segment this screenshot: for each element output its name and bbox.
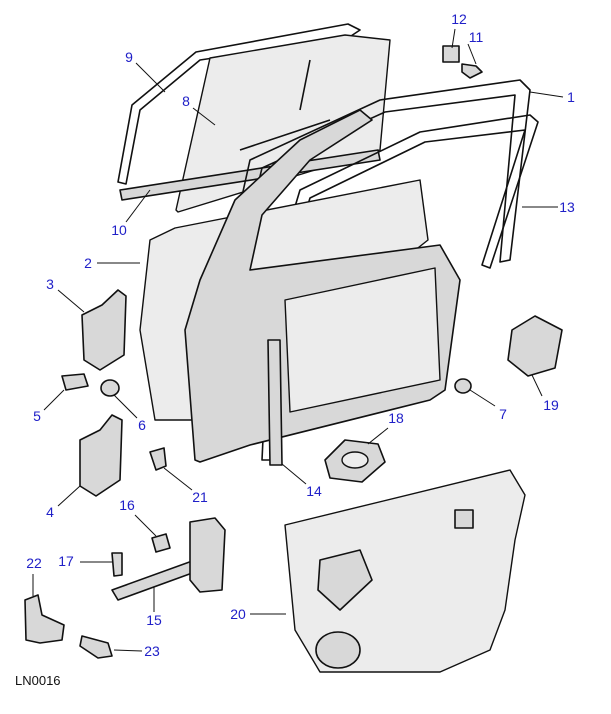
- callout-19: 19: [543, 397, 559, 413]
- callout-21: 21: [192, 489, 208, 505]
- callout-20: 20: [230, 606, 246, 622]
- callout-16: 16: [119, 497, 135, 513]
- callout-labels: 1 2 3 4 5 6 7 8 9 10 11 12 13 14 15 16 1…: [26, 11, 575, 659]
- mount-hole: [341, 451, 369, 469]
- callout-7: 7: [499, 406, 507, 422]
- part-4-lower-hinge: [79, 414, 123, 497]
- part-7-plug: [454, 378, 472, 394]
- part-8-door-glass: [175, 34, 391, 213]
- trim-handle: [317, 549, 373, 611]
- callout-9: 9: [125, 49, 133, 65]
- callout-14: 14: [306, 483, 322, 499]
- diagram-reference: LN0016: [15, 673, 61, 688]
- callout-2: 2: [84, 255, 92, 271]
- trim-speaker: [315, 631, 361, 669]
- part-14-strip: [267, 339, 283, 466]
- glass-detail: [239, 59, 331, 151]
- callout-8: 8: [182, 93, 190, 109]
- part-17-stud: [111, 552, 123, 577]
- callout-12: 12: [451, 11, 467, 27]
- part-16-bolt: [151, 533, 171, 553]
- callout-23: 23: [144, 643, 160, 659]
- part-21-pin: [149, 447, 167, 471]
- callout-5: 5: [33, 408, 41, 424]
- part-12-clip: [442, 45, 460, 63]
- leader-lines: [32, 28, 564, 652]
- check-strap-body: [189, 517, 226, 593]
- callout-6: 6: [138, 417, 146, 433]
- part-6-bush: [100, 379, 120, 397]
- callout-13: 13: [559, 199, 575, 215]
- callout-11: 11: [469, 29, 484, 45]
- callout-4: 4: [46, 504, 54, 520]
- callout-17: 17: [58, 553, 74, 569]
- part-9-glass-run: [117, 23, 361, 185]
- part-22-bracket: [24, 594, 65, 644]
- callout-3: 3: [46, 276, 54, 292]
- part-5-bolt: [61, 373, 89, 391]
- callout-1: 1: [567, 89, 575, 105]
- door-aperture: [284, 267, 441, 413]
- callout-18: 18: [388, 410, 404, 426]
- callout-15: 15: [146, 612, 162, 628]
- trim-switch: [454, 509, 474, 529]
- part-3-upper-hinge: [81, 289, 127, 371]
- part-23-bolt: [79, 635, 113, 659]
- part-19-speaker-grille: [507, 315, 563, 377]
- part-11-screw: [461, 63, 483, 79]
- callout-10: 10: [111, 222, 127, 238]
- callout-22: 22: [26, 555, 42, 571]
